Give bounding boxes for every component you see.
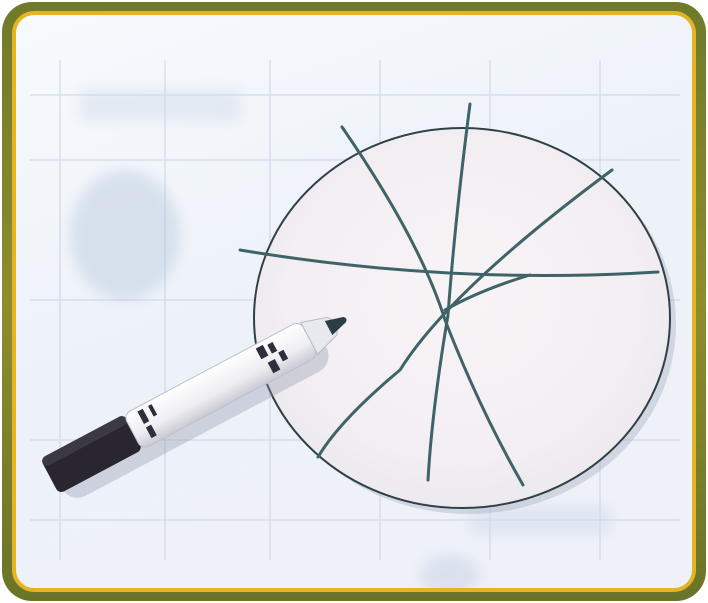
photo-scene: [0, 0, 708, 603]
illustration: [0, 0, 708, 603]
